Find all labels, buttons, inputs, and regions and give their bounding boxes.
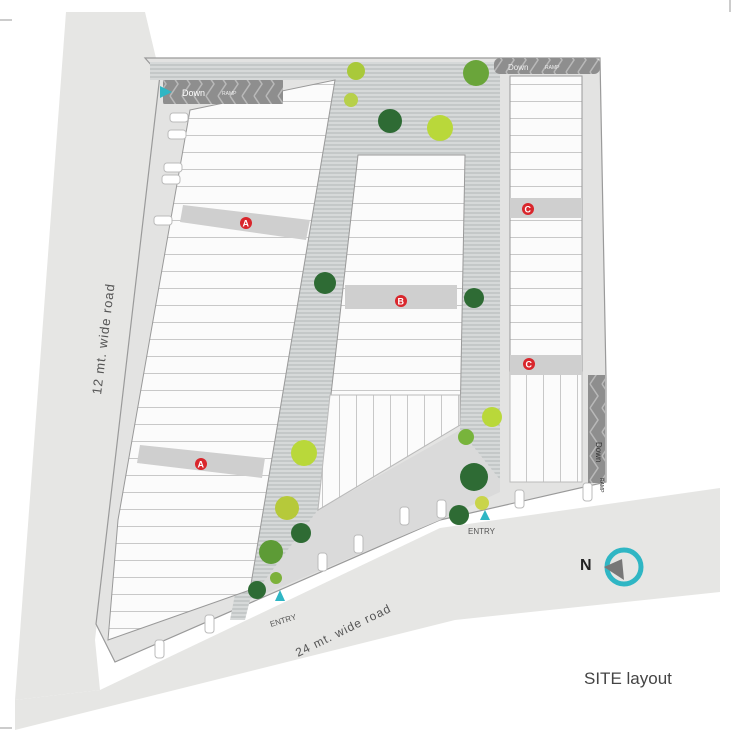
tree-icon	[463, 60, 489, 86]
tree-icon	[344, 93, 358, 107]
block-c-lower-stalls	[509, 371, 583, 483]
svg-text:C: C	[525, 205, 532, 215]
tree-icon	[314, 272, 336, 294]
ramp-down-label: Down	[182, 88, 205, 98]
drive-aisle	[150, 62, 500, 620]
block-marker-b: B	[395, 295, 407, 307]
side-parking	[153, 112, 593, 659]
tree-icon	[275, 496, 299, 520]
tree-icon	[378, 109, 402, 133]
ramp-top-right: Down RAMP	[494, 58, 600, 74]
block-marker-a-lower: A	[195, 458, 207, 470]
ramp-down-label: Down	[594, 442, 603, 462]
tree-icon	[464, 288, 484, 308]
arrow-icon	[160, 86, 172, 98]
tree-icon	[259, 540, 283, 564]
ramp-right: Down RAMP	[588, 375, 605, 493]
block-b-lower-stalls	[317, 394, 461, 511]
tree-icon	[291, 440, 317, 466]
page-title: SITE layout	[584, 669, 672, 688]
ramp-label: RAMP	[545, 65, 560, 71]
svg-text:C: C	[526, 360, 533, 370]
north-arrow-icon: N	[580, 547, 644, 587]
block-marker-c-upper: C	[522, 203, 534, 215]
ramp-label: RAMP	[222, 91, 237, 97]
tree-icon	[291, 523, 311, 543]
trees	[248, 60, 502, 599]
tree-icon	[449, 505, 469, 525]
tree-icon	[458, 429, 474, 445]
svg-text:B: B	[398, 297, 405, 307]
svg-text:A: A	[198, 460, 205, 470]
svg-text:A: A	[243, 219, 250, 229]
compass-label: N	[580, 557, 592, 574]
left-road	[15, 12, 160, 700]
ramp-down-label: Down	[508, 63, 528, 72]
bottom-road	[15, 488, 720, 730]
core-band-c-lower	[510, 355, 582, 375]
ramp-top-left: Down RAMP	[160, 80, 283, 104]
block-marker-c-lower: C	[523, 358, 535, 370]
tree-icon	[427, 115, 453, 141]
tree-icon	[475, 496, 489, 510]
core-band-c-upper	[510, 198, 582, 218]
tree-icon	[482, 407, 502, 427]
entry-forecourt	[250, 430, 500, 600]
tree-icon	[347, 62, 365, 80]
ramp-label: RAMP	[598, 478, 604, 493]
entry-label-right: ENTRY	[468, 527, 496, 536]
block-marker-a-upper: A	[240, 217, 252, 229]
tree-icon	[248, 581, 266, 599]
entry-arrow-icon	[480, 510, 490, 520]
tree-icon	[460, 463, 488, 491]
entry-arrow-icon	[275, 590, 285, 601]
tree-icon	[270, 572, 282, 584]
